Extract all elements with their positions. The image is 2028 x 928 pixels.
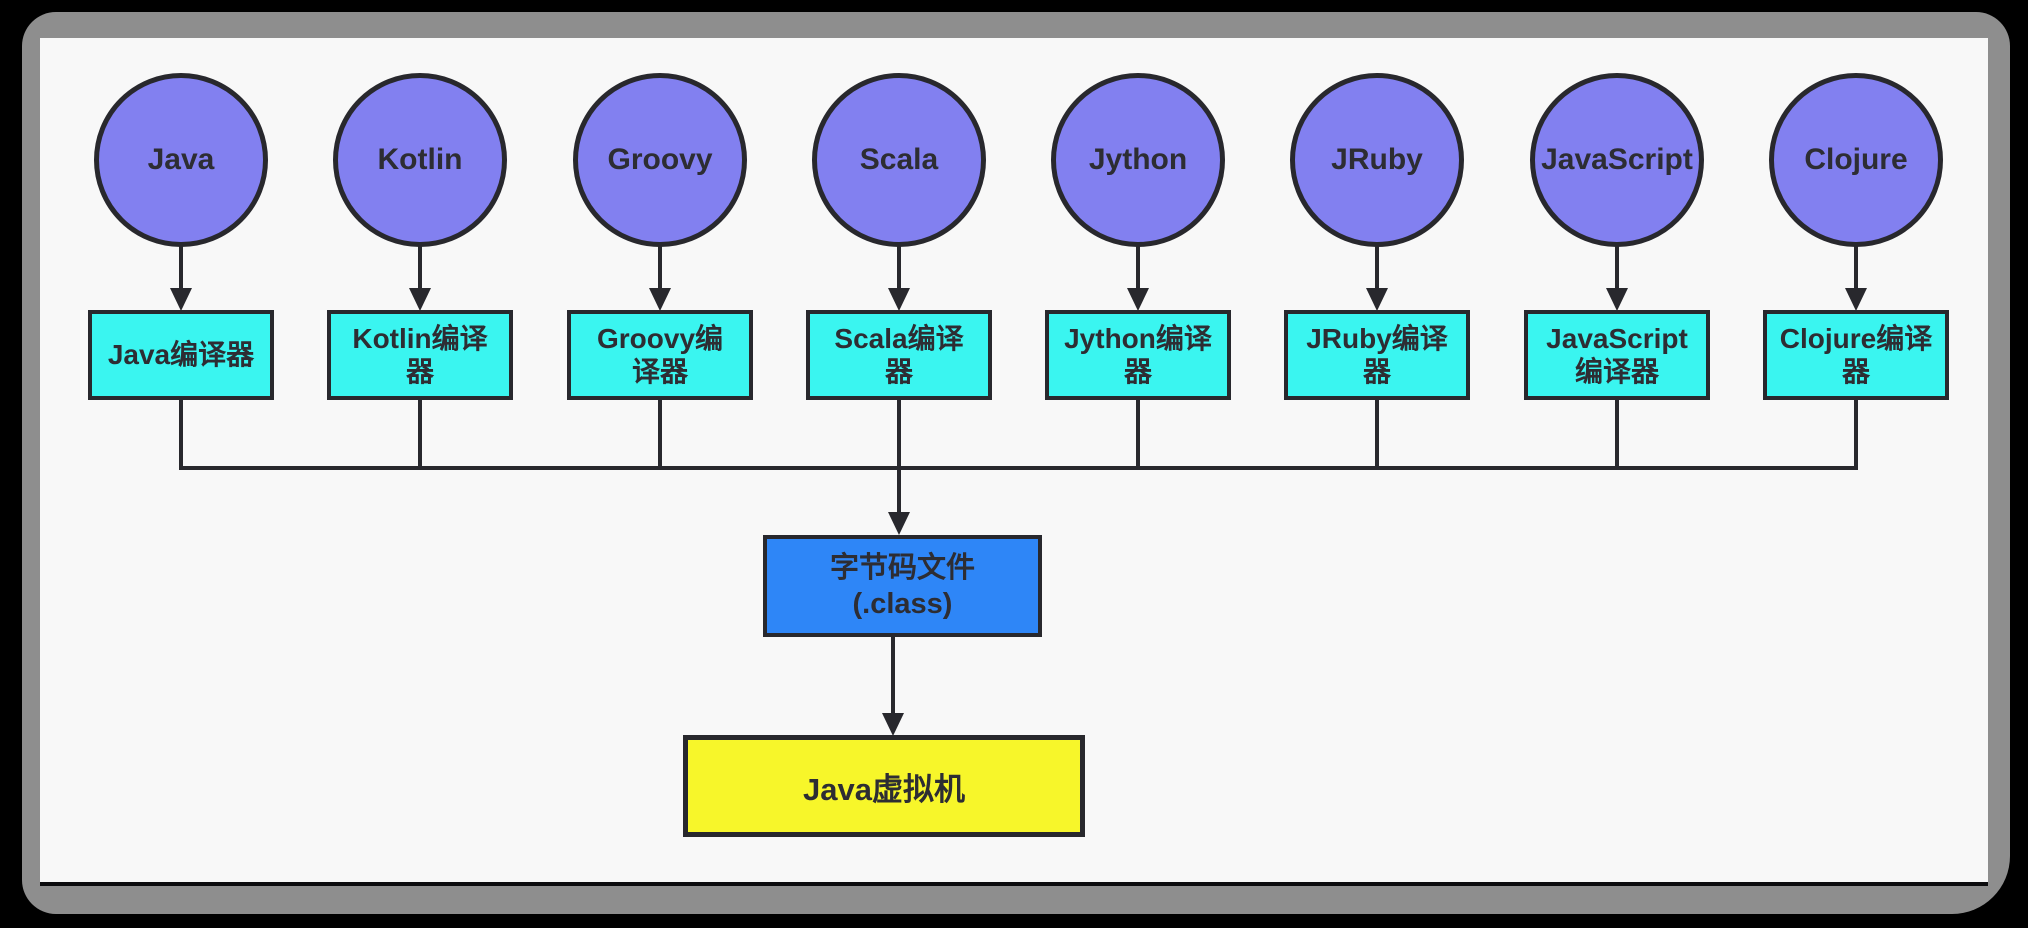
language-circle-label: Jython <box>1088 143 1188 176</box>
connector-bus-to-bytecode <box>897 470 901 514</box>
compiler-box-label: JavaScript编译器 <box>1546 322 1688 387</box>
compiler-box-label: JRuby编译器 <box>1306 322 1448 387</box>
compiler-box-label: Groovy编译器 <box>596 322 724 387</box>
language-column: Java Java编译器 <box>88 73 274 470</box>
compiler-box-label: Java编译器 <box>107 339 255 371</box>
arrow-down-icon <box>1127 288 1149 311</box>
compiler-box: Jython编译器 <box>1045 310 1231 400</box>
diagram-canvas: 字节码文件 (.class) Java虚拟机 Java Java编译器 Kotl… <box>40 38 1988 886</box>
language-circle: Jython <box>1051 73 1225 247</box>
language-circle-label: Java <box>147 143 215 176</box>
connector-compiler-to-bus <box>658 400 662 470</box>
language-circle: Java <box>94 73 268 247</box>
language-column: JRuby JRuby编译器 <box>1284 73 1470 470</box>
jvm-box: Java虚拟机 <box>683 735 1085 837</box>
connector-circle-to-compiler <box>658 245 662 291</box>
language-circle-label: JavaScript <box>1541 143 1693 176</box>
connector-compiler-to-bus <box>179 400 183 470</box>
connector-circle-to-compiler <box>1375 245 1379 291</box>
bytecode-file-label-line2: (.class) <box>852 588 953 620</box>
compiler-box-label: Clojure编译器 <box>1779 322 1933 387</box>
compiler-box: JavaScript编译器 <box>1524 310 1710 400</box>
window-frame: 字节码文件 (.class) Java虚拟机 Java Java编译器 Kotl… <box>22 12 2010 914</box>
language-circle-label: Clojure <box>1804 143 1908 176</box>
arrow-down-icon <box>888 512 910 535</box>
language-circle: Kotlin <box>333 73 507 247</box>
arrow-down-icon <box>170 288 192 311</box>
arrow-down-icon <box>888 288 910 311</box>
language-column: Clojure Clojure编译器 <box>1763 73 1949 470</box>
connector-circle-to-compiler <box>1136 245 1140 291</box>
language-circle-label: JRuby <box>1331 143 1423 176</box>
compiler-box-label: Scala编译器 <box>834 322 964 387</box>
language-circle: Scala <box>812 73 986 247</box>
compiler-box: Groovy编译器 <box>567 310 753 400</box>
compiler-box: Clojure编译器 <box>1763 310 1949 400</box>
language-circle: JavaScript <box>1530 73 1704 247</box>
language-circle-label: Groovy <box>607 143 713 176</box>
arrow-down-icon <box>1845 288 1867 311</box>
arrow-down-icon <box>409 288 431 311</box>
connector-circle-to-compiler <box>897 245 901 291</box>
language-column: JavaScript JavaScript编译器 <box>1524 73 1710 470</box>
compiler-box-label: Kotlin编译器 <box>352 322 488 387</box>
language-circle-label: Kotlin <box>377 143 463 176</box>
compiler-box-label: Jython编译器 <box>1064 322 1212 387</box>
language-column: Jython Jython编译器 <box>1045 73 1231 470</box>
compiler-box: Kotlin编译器 <box>327 310 513 400</box>
connector-circle-to-compiler <box>1615 245 1619 291</box>
connector-compiler-to-bus <box>1615 400 1619 470</box>
language-column: Groovy Groovy编译器 <box>567 73 753 470</box>
arrow-down-icon <box>1606 288 1628 311</box>
bus-connector-line <box>179 466 1858 470</box>
arrow-down-icon <box>649 288 671 311</box>
connector-compiler-to-bus <box>418 400 422 470</box>
compiler-box: Scala编译器 <box>806 310 992 400</box>
arrow-down-icon <box>882 713 904 736</box>
connector-compiler-to-bus <box>1854 400 1858 470</box>
language-circle: JRuby <box>1290 73 1464 247</box>
connector-bytecode-to-jvm <box>891 637 895 715</box>
arrow-down-icon <box>1366 288 1388 311</box>
language-circle: Groovy <box>573 73 747 247</box>
connector-compiler-to-bus <box>1375 400 1379 470</box>
language-circle: Clojure <box>1769 73 1943 247</box>
language-column: Scala Scala编译器 <box>806 73 992 470</box>
connector-circle-to-compiler <box>179 245 183 291</box>
connector-circle-to-compiler <box>418 245 422 291</box>
compiler-box: JRuby编译器 <box>1284 310 1470 400</box>
jvm-box-label: Java虚拟机 <box>803 771 965 807</box>
connector-compiler-to-bus <box>897 400 901 470</box>
language-circle-label: Scala <box>859 143 939 176</box>
connector-circle-to-compiler <box>1854 245 1858 291</box>
bytecode-file-box: 字节码文件 (.class) <box>763 535 1042 637</box>
connector-compiler-to-bus <box>1136 400 1140 470</box>
compiler-box: Java编译器 <box>88 310 274 400</box>
language-column: Kotlin Kotlin编译器 <box>327 73 513 470</box>
bytecode-file-label-line1: 字节码文件 <box>829 551 975 584</box>
